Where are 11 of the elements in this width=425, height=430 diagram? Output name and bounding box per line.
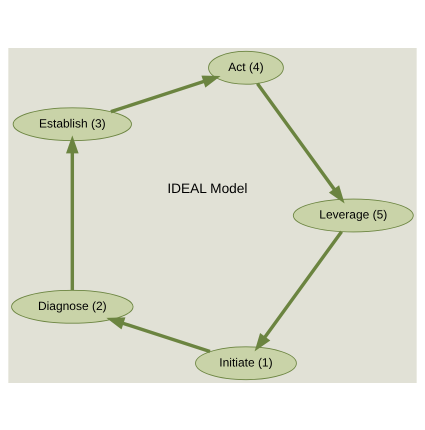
node-ellipse: Leverage (5) — [292, 198, 414, 232]
arrow — [254, 230, 343, 351]
arrow — [66, 134, 79, 290]
label: IDEAL Model — [167, 180, 248, 196]
node-ellipse: Initiate (1) — [195, 346, 297, 380]
node-ellipse: Diagnose (2) — [11, 289, 134, 324]
node-ellipse: Act (4) — [208, 50, 284, 84]
node-ellipse: Establish (3) — [12, 106, 132, 141]
arrow — [256, 82, 345, 204]
arrow — [110, 75, 221, 113]
arrow — [106, 316, 211, 353]
